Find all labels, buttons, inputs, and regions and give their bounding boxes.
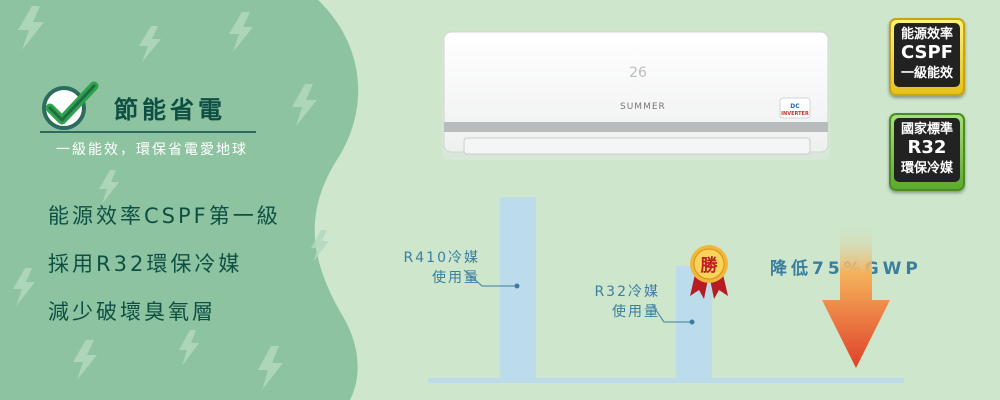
cspf-badge-inner xyxy=(894,23,960,87)
badge-line: R32 xyxy=(907,137,947,158)
r410-label: R410冷媒 使用量 xyxy=(403,250,480,286)
air-conditioner-image: 26 DC INVERTER xyxy=(442,31,830,160)
logo-title: 節能省電 xyxy=(114,96,226,124)
logo-subtitle: 一級能效，環保省電愛地球 xyxy=(56,142,248,158)
medal-icon: 勝 xyxy=(690,245,728,299)
left-panel-shape xyxy=(0,0,359,400)
feature-item: 採用R32環保冷媒 xyxy=(48,252,243,276)
lightning-icon xyxy=(258,346,283,390)
badge-line: 能源效率 xyxy=(900,27,953,42)
lightning-icon xyxy=(13,268,35,306)
temperature-display: 26 xyxy=(629,65,647,81)
leader-lines xyxy=(463,269,520,289)
badge-line: CSPF xyxy=(901,42,953,63)
inverter-badge-text: INVERTER xyxy=(781,111,809,117)
leader-lines xyxy=(651,303,695,325)
lightning-icon xyxy=(73,340,97,380)
lightning-icon xyxy=(99,170,119,204)
lightning-icon xyxy=(292,84,317,126)
inverter-badge-text: DC xyxy=(790,103,800,110)
feature-item: 能源效率CSPF第一級 xyxy=(48,204,281,228)
chart-baseline xyxy=(428,378,904,383)
check-icon xyxy=(42,81,99,130)
r32-badge-inner xyxy=(894,118,960,182)
lightning-icon xyxy=(311,230,329,262)
badge-line: 一級能效 xyxy=(900,66,953,81)
winner-text: 勝 xyxy=(701,255,719,276)
badge-line: 國家標準 xyxy=(900,122,953,137)
lightning-icon xyxy=(229,12,253,52)
lightning-icon xyxy=(139,26,161,62)
brand-label: SUMMER xyxy=(620,102,666,112)
r32-label: R32冷媒 使用量 xyxy=(594,284,660,320)
divider xyxy=(40,131,256,133)
lightning-icon xyxy=(179,330,199,366)
feature-item: 減少破壞臭氧層 xyxy=(48,300,216,324)
down-arrow-icon xyxy=(822,222,890,368)
lightning-icon xyxy=(18,6,44,50)
badge-line: 環保冷媒 xyxy=(900,161,953,176)
